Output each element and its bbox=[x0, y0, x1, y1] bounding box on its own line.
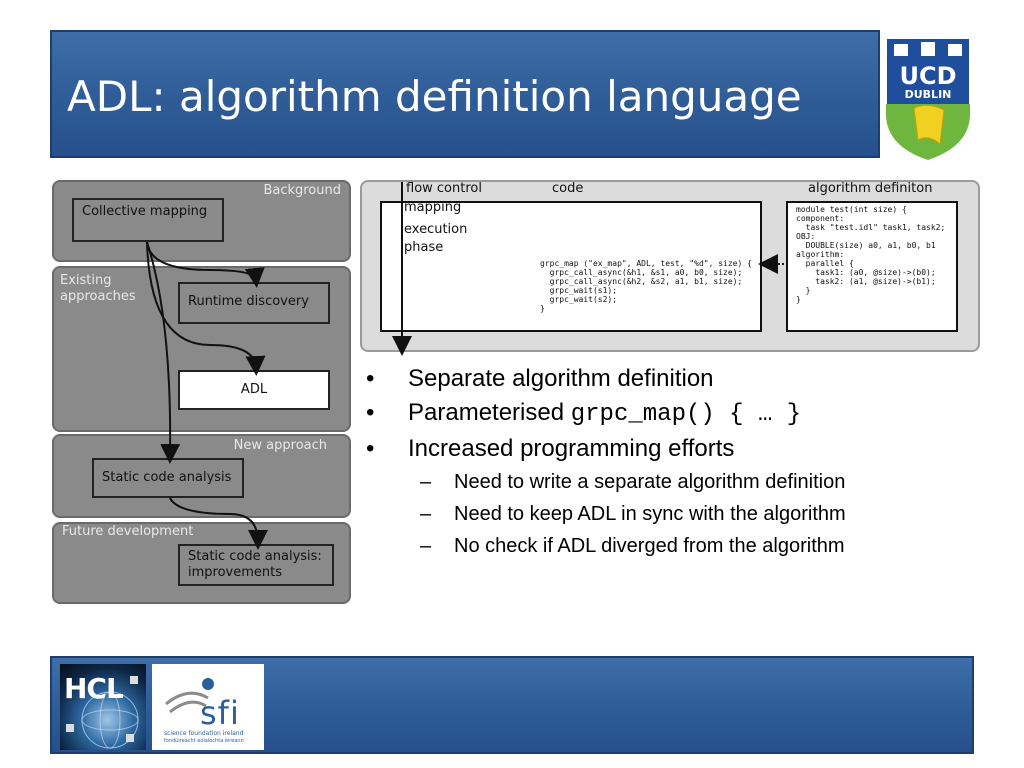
mapping-label: mapping bbox=[404, 200, 462, 215]
bullet-item: • Increased programming efforts bbox=[366, 432, 1006, 466]
sfi-logo-text: sfi bbox=[200, 694, 240, 732]
slide-title: ADL: algorithm definition language bbox=[67, 72, 802, 121]
execution-label: execution bbox=[404, 222, 468, 237]
static-code-analysis-improvements-box: Static code analysis: improvements bbox=[178, 544, 334, 586]
bullet-marker: • bbox=[366, 365, 375, 392]
sub-bullet-item: – No check if ADL diverged from the algo… bbox=[366, 530, 1006, 562]
algorithm-snippet: module test(int size) { component: task … bbox=[796, 205, 946, 304]
title-banner: ADL: algorithm definition language bbox=[50, 30, 880, 158]
algorithm-box: module test(int size) { component: task … bbox=[786, 201, 958, 332]
grpc-code-snippet: grpc_map ("ex_map", ADL, test, "%d", siz… bbox=[540, 259, 752, 313]
globe-icon bbox=[66, 676, 139, 749]
bullet-item: • Separate algorithm definition bbox=[366, 362, 1006, 396]
future-development-label: Future development bbox=[62, 524, 194, 539]
sub-bullet-item: – Need to keep ADL in sync with the algo… bbox=[366, 498, 1006, 530]
ucd-logo-name: UCD bbox=[899, 62, 957, 90]
hcl-logo: HCL bbox=[60, 664, 146, 750]
sub-bullet-marker: – bbox=[420, 535, 432, 557]
static-code-analysis-box: Static code analysis bbox=[92, 458, 244, 498]
bullet-text: Separate algorithm definition bbox=[408, 365, 714, 392]
bullet-marker: • bbox=[366, 435, 375, 462]
sub-bullet-text: Need to write a separate algorithm defin… bbox=[454, 471, 846, 493]
hcl-logo-text: HCL bbox=[64, 672, 124, 705]
bullet-code: grpc_map() { … } bbox=[570, 401, 802, 428]
ucd-logo-city: DUBLIN bbox=[904, 88, 952, 101]
existing-approaches-label: Existing approaches bbox=[60, 273, 136, 304]
ucd-crest-icon bbox=[885, 37, 971, 162]
sfi-logo: sfi science foundation ireland fondúirea… bbox=[152, 664, 264, 750]
sub-bullet-text: No check if ADL diverged from the algori… bbox=[454, 535, 845, 557]
sfi-swoosh-icon bbox=[165, 678, 214, 714]
bullet-text: Parameterised bbox=[408, 399, 571, 426]
background-label: Background bbox=[263, 183, 341, 198]
sub-bullet-marker: – bbox=[420, 503, 432, 525]
code-panel: flow control code algorithm definiton gr… bbox=[360, 180, 980, 356]
runtime-discovery-box: Runtime discovery bbox=[178, 282, 330, 324]
sub-bullet-text: Need to keep ADL in sync with the algori… bbox=[454, 503, 846, 525]
phase-label: phase bbox=[404, 240, 444, 255]
sub-bullet-item: – Need to write a separate algorithm def… bbox=[366, 466, 1006, 498]
collective-mapping-box: Collective mapping bbox=[72, 198, 224, 242]
sfi-tagline: science foundation ireland bbox=[164, 730, 244, 737]
ucd-logo: UCD DUBLIN bbox=[884, 36, 972, 162]
bullet-text: Increased programming efforts bbox=[408, 435, 735, 462]
flow-control-label: flow control bbox=[406, 181, 482, 196]
bullet-list: • Separate algorithm definition • Parame… bbox=[366, 362, 1006, 562]
new-approach-label: New approach bbox=[233, 438, 327, 453]
code-panel-arrows bbox=[392, 182, 784, 356]
sfi-tagline-irish: fondúireacht eolaíochta éireann bbox=[164, 738, 244, 744]
adl-box: ADL bbox=[178, 370, 330, 410]
algorithm-definition-label: algorithm definiton bbox=[808, 181, 933, 196]
bullet-item: • Parameterised grpc_map() { … } bbox=[366, 396, 1006, 432]
code-column-label: code bbox=[552, 181, 584, 196]
code-box: grpc_map ("ex_map", ADL, test, "%d", siz… bbox=[380, 201, 762, 332]
sub-bullet-marker: – bbox=[420, 471, 432, 493]
bullet-marker: • bbox=[366, 399, 375, 426]
